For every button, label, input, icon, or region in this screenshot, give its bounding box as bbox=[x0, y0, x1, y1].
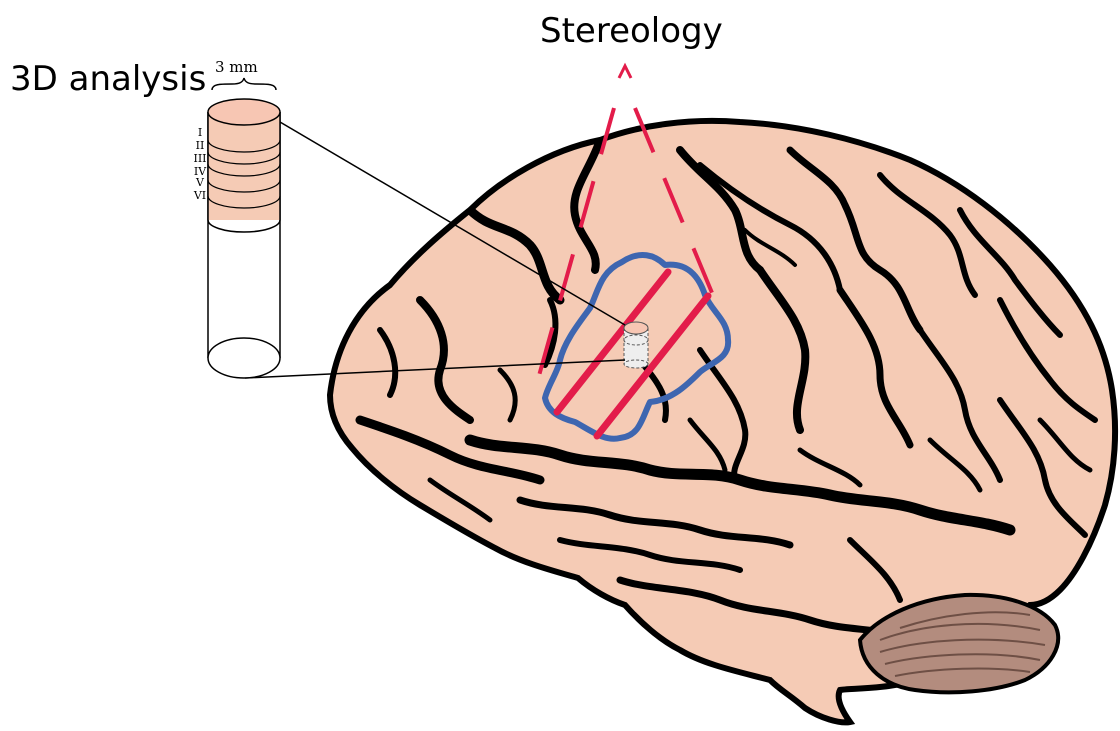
analysis-3d-label: 3D analysis bbox=[10, 62, 206, 96]
small-cylinder-icon bbox=[624, 322, 648, 368]
stereology-label: Stereology bbox=[540, 14, 723, 48]
brain-icon bbox=[330, 121, 1115, 722]
layer-label-6: VI bbox=[190, 190, 210, 201]
stereology-arrow-icon bbox=[619, 66, 631, 78]
scale-brace-icon bbox=[212, 78, 276, 90]
layer-label-1: I bbox=[190, 127, 210, 138]
tissue-cylinder-icon bbox=[208, 99, 280, 378]
layer-label-3: III bbox=[190, 153, 210, 164]
scale-label: 3 mm bbox=[215, 60, 258, 75]
layer-label-5: V bbox=[190, 177, 210, 188]
layer-label-2: II bbox=[190, 140, 210, 151]
